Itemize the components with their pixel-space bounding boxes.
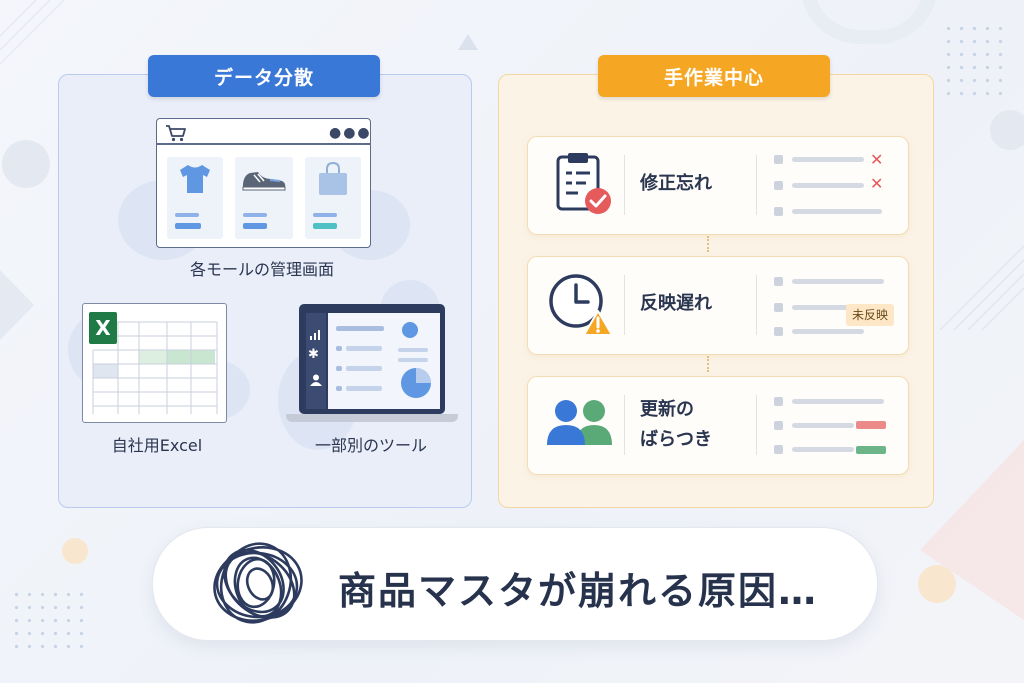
checklist-bar <box>792 157 864 162</box>
list-bar <box>336 386 342 391</box>
issue-label-line: 反映遅れ <box>640 293 712 314</box>
laptop-tool: ✱ <box>286 300 458 430</box>
issue-divider <box>624 395 625 455</box>
checkbox-square <box>774 207 783 216</box>
clock-warning-icon <box>549 274 613 336</box>
error-x-icon: ✕ <box>870 174 884 193</box>
title-bar <box>313 223 337 229</box>
bag-icon <box>319 161 347 195</box>
title-bar <box>175 223 201 229</box>
tshirt-icon <box>180 165 210 193</box>
price-bar <box>243 213 267 217</box>
bg-peach-dot-left <box>62 538 88 564</box>
issue-divider <box>756 395 757 455</box>
bg-lines-top-left <box>0 0 65 65</box>
mall-admin-caption: 各モールの管理画面 <box>189 260 334 279</box>
two-users-icon <box>547 400 612 445</box>
bg-dots-top-right <box>942 22 1012 102</box>
checklist-bar <box>792 423 854 428</box>
mall-admin-window: ●●● <box>156 118 371 248</box>
issue-divider <box>624 275 625 335</box>
issue-divider <box>756 275 757 335</box>
bar-chart-icon <box>310 330 320 340</box>
list-bar <box>398 358 428 362</box>
bg-dots-bottom-left <box>10 588 90 648</box>
checklist-bar <box>792 209 882 214</box>
tool-caption: 一部別のツール <box>314 436 427 455</box>
excel-caption: 自社用Excel <box>111 436 203 455</box>
checkbox-square <box>774 327 783 336</box>
checklist-bar <box>792 329 864 334</box>
connector-dotted <box>707 356 709 372</box>
cause-text: 商品マスタが崩れる原因… <box>338 569 819 613</box>
error-x-icon: ✕ <box>870 150 884 169</box>
checkbox-square <box>774 421 783 430</box>
issue-label: 修正忘れ <box>640 169 712 199</box>
list-bar <box>336 326 384 331</box>
checklist-bar <box>792 279 884 284</box>
checkbox-square <box>774 277 783 286</box>
issue-divider <box>756 155 757 215</box>
list-bar <box>346 366 382 371</box>
bg-peach-dot-right <box>918 565 956 603</box>
laptop-base <box>286 414 458 422</box>
bg-lines-bottom-right <box>940 245 1024 330</box>
checklist-bar <box>792 399 884 404</box>
price-bar <box>175 213 199 217</box>
product-card-tshirt <box>167 157 223 239</box>
spreadsheet-grid <box>92 321 218 414</box>
issue-label: 更新の ばらつき <box>640 395 712 455</box>
bg-triangle-top <box>458 34 478 50</box>
excel-sheet: X <box>82 303 227 423</box>
bg-triangle-bottom-right <box>920 440 1024 620</box>
window-divider <box>157 143 370 145</box>
product-card-sneaker <box>235 157 293 239</box>
unreflected-badge: 未反映 <box>846 304 894 326</box>
checkbox-square <box>774 445 783 454</box>
bg-circle-top-right <box>800 0 938 44</box>
title-bar <box>243 223 267 229</box>
checklist-bar <box>792 183 864 188</box>
clipboard-check-icon <box>556 153 611 214</box>
list-bar <box>346 386 382 391</box>
issue-label-line: 更新の <box>640 399 694 420</box>
checkbox-square <box>774 397 783 406</box>
issue-label-line: 修正忘れ <box>640 173 712 194</box>
checkbox-square <box>774 181 783 190</box>
bg-circle-left <box>2 140 50 188</box>
gear-icon: ✱ <box>308 347 319 362</box>
issue-label: 反映遅れ <box>640 289 712 319</box>
list-bar <box>398 348 428 352</box>
checklist-bar <box>792 447 854 452</box>
issue-forgot-fix: 修正忘れ ✕ ✕ <box>527 136 909 235</box>
product-card-bag <box>305 157 361 239</box>
red-status-bar <box>856 421 886 429</box>
bg-circle-right <box>990 110 1024 150</box>
manual-work-title: 手作業中心 <box>598 55 830 97</box>
checklist-bar <box>792 305 854 310</box>
issue-label-line: ばらつき <box>640 429 712 450</box>
cart-icon <box>166 125 186 142</box>
checkbox-square <box>774 155 783 164</box>
more-icon: ●●● <box>329 125 372 141</box>
pie-chart-icon <box>401 368 431 398</box>
price-bar <box>313 213 337 217</box>
data-scattered-title: データ分散 <box>148 55 380 97</box>
tangled-scribble-icon <box>213 542 303 624</box>
green-status-bar <box>856 446 886 454</box>
bg-triangle-left <box>0 270 34 340</box>
list-bar <box>336 366 342 371</box>
checkbox-square <box>774 303 783 312</box>
connector-dotted <box>707 236 709 252</box>
issue-divider <box>624 155 625 215</box>
list-bar <box>346 346 382 351</box>
issue-delayed-reflection: 反映遅れ 未反映 <box>527 256 909 355</box>
list-bar <box>336 346 342 351</box>
user-icon <box>310 374 322 386</box>
issue-inconsistent-updates: 更新の ばらつき <box>527 376 909 475</box>
excel-logo-icon: X <box>89 312 117 344</box>
sneaker-icon <box>242 172 286 191</box>
avatar-dot <box>402 322 418 338</box>
